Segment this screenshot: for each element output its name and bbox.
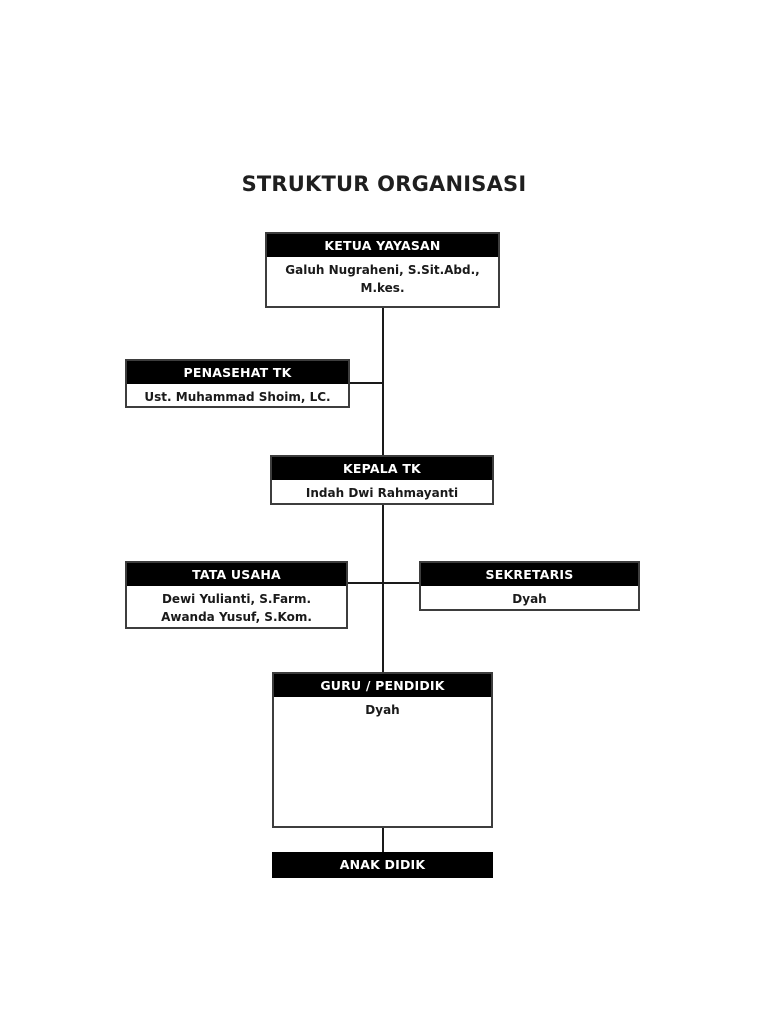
org-node-penasehat-tk: PENASEHAT TK Ust. Muhammad Shoim, LC.: [125, 359, 350, 408]
node-header-tata-usaha: TATA USAHA: [127, 563, 346, 586]
node-header-guru-pendidik: GURU / PENDIDIK: [274, 674, 491, 697]
node-header-kepala-tk: KEPALA TK: [272, 457, 492, 480]
connector-ketua-to-kepala: [382, 308, 384, 455]
page-title: STRUKTUR ORGANISASI: [241, 172, 527, 196]
node-header-anak-didik: ANAK DIDIK: [274, 854, 491, 876]
org-node-anak-didik: ANAK DIDIK: [272, 852, 493, 878]
connector-guru-to-anakdidik: [382, 828, 384, 852]
org-node-tata-usaha: TATA USAHA Dewi Yulianti, S.Farm. Awanda…: [125, 561, 348, 629]
node-member: Dyah: [365, 703, 400, 717]
node-member: Ust. Muhammad Shoim, LC.: [144, 390, 331, 404]
connector-tatausaha-to-sekretaris: [348, 582, 419, 584]
node-member: Indah Dwi Rahmayanti: [305, 486, 459, 500]
node-header-ketua-yayasan: KETUA YAYASAN: [267, 234, 498, 257]
org-node-sekretaris: SEKRETARIS Dyah: [419, 561, 640, 611]
node-member: Galuh Nugraheni, S.Sit.Abd., M.kes.: [285, 263, 480, 295]
connector-trunk-to-penasehat: [350, 382, 383, 384]
org-node-kepala-tk: KEPALA TK Indah Dwi Rahmayanti: [270, 455, 494, 505]
connector-kepala-to-guru: [382, 505, 384, 672]
node-member: Awanda Yusuf, S.Kom.: [161, 610, 312, 624]
org-node-ketua-yayasan: KETUA YAYASAN Galuh Nugraheni, S.Sit.Abd…: [265, 232, 500, 308]
node-header-sekretaris: SEKRETARIS: [421, 563, 638, 586]
node-member: Dyah: [512, 592, 547, 606]
node-member: Dewi Yulianti, S.Farm.: [161, 592, 312, 606]
org-node-guru-pendidik: GURU / PENDIDIK Dyah: [272, 672, 493, 828]
node-header-penasehat-tk: PENASEHAT TK: [127, 361, 348, 384]
